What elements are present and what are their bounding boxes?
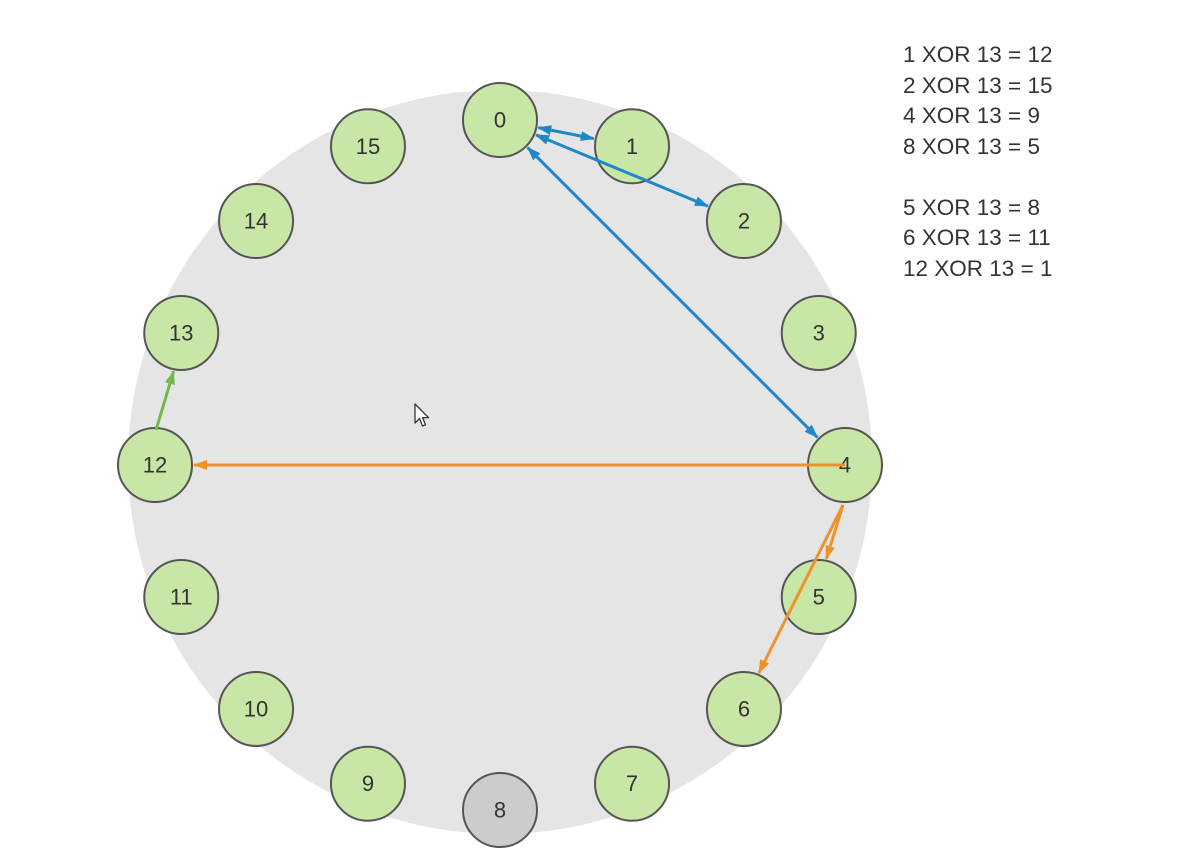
- node-11: 11: [143, 559, 220, 636]
- node-7: 7: [594, 745, 671, 822]
- node-circle: [218, 183, 295, 260]
- node-label: 1: [626, 134, 638, 159]
- equation-line: 5 XOR 13 = 8: [903, 194, 1040, 220]
- node-8: 8: [462, 772, 538, 848]
- equation-spacer: [903, 162, 1173, 193]
- node-13: 13: [143, 294, 220, 371]
- node-label: 0: [494, 108, 506, 133]
- node-circle: [462, 772, 538, 848]
- node-circle: [780, 559, 857, 636]
- node-label: 8: [494, 798, 506, 823]
- node-label: 2: [738, 209, 750, 234]
- edge-4-6: [757, 504, 845, 674]
- node-label: 9: [362, 771, 374, 796]
- node-label: 13: [169, 320, 193, 345]
- node-0: 0: [462, 82, 538, 158]
- equation-line: 6 XOR 13 = 11: [903, 225, 1051, 250]
- node-label: 14: [244, 209, 268, 234]
- node-2: 2: [705, 183, 782, 260]
- node-1: 1: [594, 108, 671, 185]
- node-circle: [218, 670, 295, 747]
- node-circle: [143, 559, 220, 636]
- node-circle: [329, 745, 406, 822]
- node-circle: [705, 670, 782, 747]
- node-label: 6: [738, 696, 750, 721]
- equation-line: 12 XOR 13 = 1: [903, 255, 1053, 281]
- node-circle: [594, 745, 671, 822]
- node-9: 9: [329, 745, 406, 822]
- node-circle: [143, 294, 220, 371]
- node-circle: [462, 82, 538, 158]
- node-15: 15: [329, 108, 406, 185]
- node-label: 11: [170, 585, 193, 610]
- edge-4-5: [824, 504, 845, 560]
- equation-line: 1 XOR 13 = 12: [903, 42, 1053, 67]
- edge-12-13: [154, 370, 176, 431]
- node-label: 10: [244, 696, 268, 721]
- node-circle: [117, 427, 193, 503]
- node-14: 14: [218, 183, 295, 260]
- node-label: 12: [143, 453, 167, 478]
- node-label: 15: [356, 134, 380, 159]
- node-6: 6: [705, 670, 782, 747]
- node-12: 12: [117, 427, 193, 503]
- equation-line: 2 XOR 13 = 15: [903, 72, 1053, 98]
- node-label: 5: [813, 585, 825, 610]
- edge-0-4: [526, 146, 819, 439]
- equation-line: 4 XOR 13 = 9: [903, 103, 1040, 128]
- node-10: 10: [218, 670, 295, 747]
- node-label: 3: [813, 320, 825, 345]
- mouse-pointer-icon: [414, 403, 430, 427]
- xor-equations-panel: 1 XOR 13 = 12 2 XOR 13 = 15 4 XOR 13 = 9…: [903, 40, 1173, 284]
- node-circle: [329, 108, 406, 185]
- node-3: 3: [780, 294, 857, 371]
- equation-line: 8 XOR 13 = 5: [903, 133, 1040, 159]
- node-label: 7: [626, 771, 638, 796]
- edges-layer: [154, 125, 845, 674]
- node-5: 5: [780, 559, 857, 636]
